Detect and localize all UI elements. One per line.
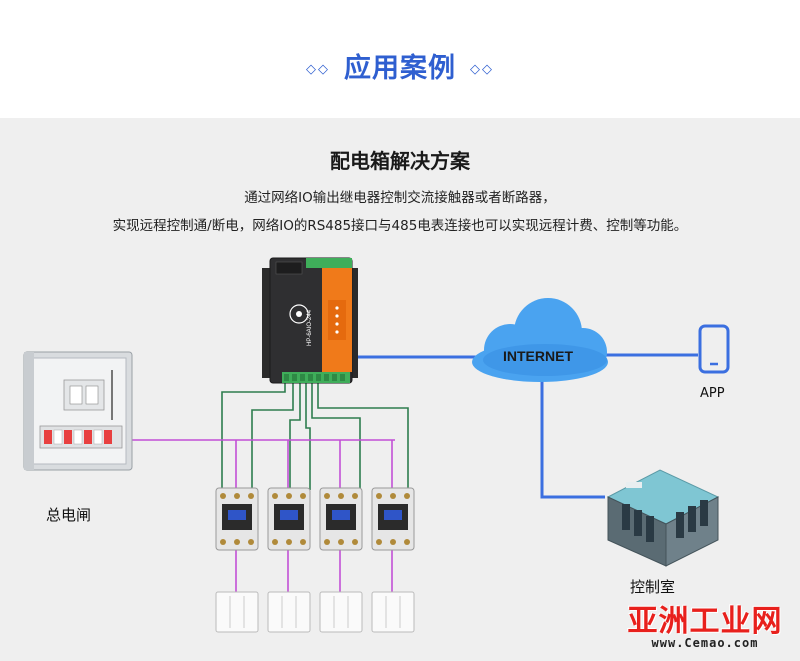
cloud-label: INTERNET: [503, 348, 573, 364]
wall-switches: [215, 591, 415, 633]
electrical-panel: [23, 351, 133, 471]
app-label: APP: [700, 386, 725, 401]
content-band: [0, 118, 800, 661]
green-wire-2: [251, 383, 294, 490]
switch-panel-1: [215, 591, 259, 633]
io-device: HP-6AIO-244: [262, 257, 358, 384]
switch-panel-3: [319, 591, 363, 633]
cloud-icon: INTERNET: [472, 298, 608, 382]
contactor-1: [215, 487, 259, 551]
watermark: 亚洲工业网 www.Cemao.com: [620, 596, 790, 658]
description-line-1: 通过网络IO输出继电器控制交流接触器或者断路器，: [244, 190, 556, 206]
watermark-url: www.Cemao.com: [651, 636, 759, 650]
switch-panel-2: [267, 591, 311, 633]
purple-wires: [130, 439, 395, 592]
description-line-2: 实现远程控制通/断电，网络IO的RS485接口与485电表连接也可以实现远程计费…: [112, 218, 688, 234]
link-cloud-room: [540, 380, 605, 499]
panel-label: 总电闸: [46, 506, 92, 524]
contactors: [215, 487, 415, 551]
green-wire-6: [317, 383, 409, 490]
contactor-3: [319, 487, 363, 551]
network-links: [355, 353, 698, 499]
device-model-label: HP-6AIO-244: [307, 309, 313, 346]
right-diamond-icon: ◇◇: [470, 62, 494, 77]
green-wire-3: [289, 383, 301, 490]
header-band: [0, 0, 800, 118]
watermark-main: 亚洲工业网: [627, 604, 783, 639]
green-wires: [221, 383, 409, 490]
green-wire-4: [305, 383, 311, 490]
switch-panel-4: [371, 591, 415, 633]
section-title: ◇◇ 应用案例 ◇◇: [0, 46, 800, 85]
control-room-label: 控制室: [630, 578, 676, 596]
left-diamond-icon: ◇◇: [306, 62, 330, 77]
green-wire-1: [221, 383, 286, 490]
diagram-title: 配电箱解决方案: [330, 149, 470, 173]
section-title-text: 应用案例: [344, 53, 456, 84]
contactor-2: [267, 487, 311, 551]
control-room-icon: [606, 469, 720, 567]
contactor-4: [371, 487, 415, 551]
phone-icon: [698, 324, 730, 374]
green-wire-5: [311, 383, 361, 490]
